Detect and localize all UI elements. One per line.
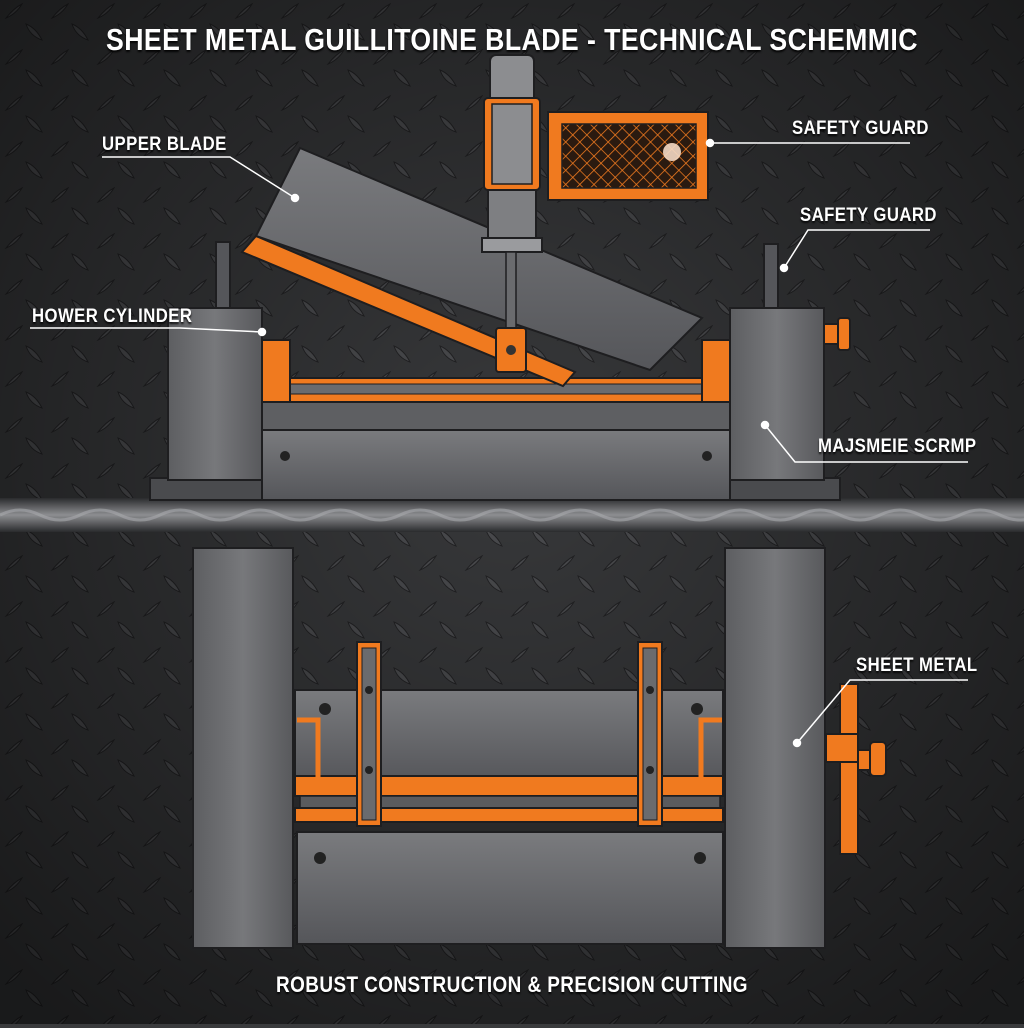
callout-leaders <box>30 138 968 748</box>
upper-blade <box>254 146 704 372</box>
side-handle <box>825 683 887 855</box>
left-housing <box>167 307 263 481</box>
weld-seam-divider <box>0 498 1024 532</box>
callout-safety-guard-secondary: SAFETY GUARD <box>800 205 937 226</box>
callout-upper-blade: UPPER BLADE <box>102 134 227 155</box>
footer-tagline: ROBUST CONSTRUCTION & PRECISION CUTTING <box>276 972 748 997</box>
callout-safety-guard: SAFETY GUARD <box>792 118 929 139</box>
guillotine-side-view <box>149 54 851 501</box>
right-housing <box>729 307 825 481</box>
lower-body <box>261 429 731 501</box>
safety-guard-mesh <box>547 111 709 201</box>
lower-frame <box>296 831 724 945</box>
lower-blade-holder <box>240 234 577 388</box>
hydraulic-cylinder <box>481 54 543 373</box>
callout-hower-cylinder: HOWER CYLINDER <box>32 306 193 327</box>
right-column <box>724 547 826 949</box>
callout-majsmeie-scrmp: MAJSMEIE SCRMP <box>818 436 977 457</box>
callout-sheet-metal: SHEET METAL <box>856 655 978 676</box>
left-column <box>192 547 294 949</box>
guillotine-front-view <box>192 547 887 949</box>
page-title: SHEET METAL GUILLITOINE BLADE - TECHNICA… <box>106 22 918 57</box>
